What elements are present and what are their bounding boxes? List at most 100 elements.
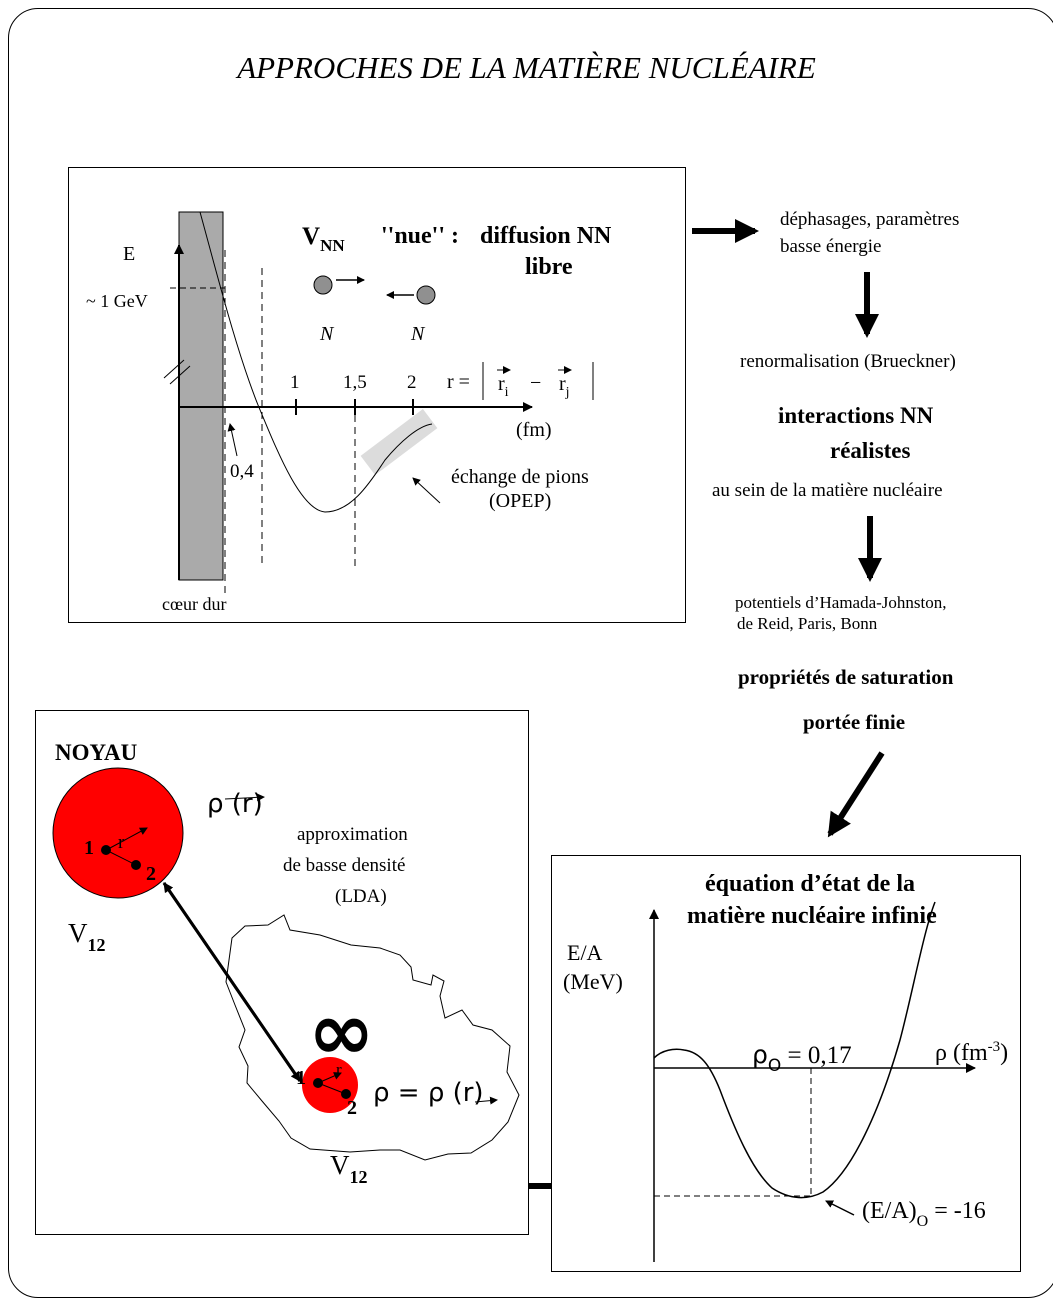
tick-2-label: 2 — [407, 372, 417, 393]
nucleus-link-arrow-back — [162, 882, 302, 1082]
interactions-label: interactions NN — [778, 403, 934, 428]
hard-core-band — [178, 211, 224, 581]
realistes-label: réalistes — [830, 438, 911, 463]
page-title: APPROCHES DE LA MATIÈRE NUCLÉAIRE — [237, 50, 816, 85]
nucleon-right — [416, 285, 436, 305]
rho-axis-close: ) — [1000, 1040, 1009, 1066]
minus-label: − — [530, 372, 542, 394]
nucleus-rho-label: ρ (r) — [207, 789, 263, 819]
portee-label: portée finie — [803, 710, 906, 734]
local-nucleon-1 — [313, 1078, 323, 1088]
v12-label: V12 — [68, 918, 106, 956]
eos-min-arrow — [825, 1200, 855, 1216]
infinity-symbol: ∞ — [308, 985, 375, 1078]
nucleon-2 — [131, 860, 141, 870]
r-i-sub: i — [504, 385, 509, 400]
ea0-label: (E/A)O = -16 — [862, 1198, 986, 1231]
noyau-label: NOYAU — [55, 740, 138, 765]
r-i-main: r — [498, 373, 505, 395]
r-i-label: ri — [498, 373, 509, 401]
infinite-matter-blob — [225, 914, 520, 1161]
nucleus-one-label: 1 — [84, 837, 94, 859]
r-eq-label: r = — [447, 371, 470, 393]
e-axis-label: E — [123, 243, 136, 265]
v12b-sub: 12 — [349, 1167, 368, 1187]
nucleon-1 — [101, 845, 111, 855]
r-j-label: rj — [559, 373, 570, 401]
local-one-label: 1 — [296, 1067, 306, 1089]
potential-panel — [68, 167, 686, 623]
v12-main: V — [68, 918, 88, 948]
tick-1-label: 1 — [290, 372, 300, 393]
r-j-sub: j — [565, 385, 570, 400]
rho-axis-label: ρ (fm-3) — [935, 1039, 1008, 1067]
rho-axis-main: ρ (fm — [935, 1040, 988, 1066]
eos-y-label-2: (MeV) — [563, 969, 623, 994]
v12b-main: V — [330, 1150, 350, 1180]
approx-label-1: approximation — [297, 824, 408, 845]
axis-break-2 — [169, 365, 191, 385]
nucleus-r-vec — [109, 827, 148, 849]
nucleon-left — [313, 275, 333, 295]
rho0-label: ρO = 0,17 — [752, 1040, 852, 1076]
v-nn-label: VNN — [302, 223, 345, 256]
core-radius-arrow — [227, 423, 238, 457]
local-bond — [317, 1082, 347, 1095]
ope-arrow — [412, 477, 441, 504]
nucleus-circle — [52, 767, 184, 899]
basse-energie-label: basse énergie — [780, 236, 882, 257]
tick-15-label: 1,5 — [343, 372, 367, 393]
renormalisation-label: renormalisation (Brueckner) — [740, 351, 956, 372]
eos-title-2: matière nucléaire infinie — [687, 903, 937, 929]
eos-panel — [551, 855, 1021, 1272]
v-nn-main: V — [302, 223, 321, 250]
local-r-label: r — [336, 1060, 342, 1079]
nn-potential-curve — [199, 211, 433, 513]
rho-vec-arrow — [224, 793, 265, 802]
eos-title-1: équation d’état de la — [705, 871, 915, 897]
nucleus-r-label: r — [118, 832, 125, 853]
rho0-main: ρ — [752, 1040, 768, 1069]
n-right-label: N — [411, 323, 425, 345]
ea0-main: (E/A) — [862, 1198, 917, 1224]
opep-label: (OPEP) — [489, 490, 552, 512]
core-radius-label: 0,4 — [230, 461, 254, 482]
v12b-label: V12 — [330, 1150, 368, 1188]
nue-label: ''nue'' : — [381, 223, 460, 249]
diffusion-label: diffusion NN — [480, 223, 612, 249]
axis-break-1 — [163, 359, 185, 379]
eos-y-label-1: E/A — [567, 940, 603, 965]
reid-label: de Reid, Paris, Bonn — [737, 614, 878, 633]
local-rho-vec-arrow — [474, 1096, 498, 1105]
dephasages-label: déphasages, paramètres — [780, 209, 960, 230]
v12-sub: 12 — [87, 935, 106, 955]
nucleus-two-label: 2 — [146, 863, 156, 885]
ea0-sub: O — [916, 1213, 929, 1230]
pion-exchange-label: échange de pions — [451, 466, 589, 488]
libre-label: libre — [525, 254, 573, 280]
local-circle — [302, 1057, 358, 1113]
potentiels-label: potentiels d’Hamada-Johnston, — [735, 593, 947, 612]
saturation-label: propriétés de saturation — [738, 665, 954, 689]
r-j-main: r — [559, 373, 566, 395]
nucleus-bond — [105, 849, 137, 866]
rho0-value: = 0,17 — [781, 1042, 852, 1069]
arrow-to-eos — [827, 751, 885, 838]
n-left-label: N — [320, 323, 334, 345]
approx-label-2: de basse densité — [283, 855, 406, 876]
gev-label: ~ 1 GeV — [86, 291, 148, 311]
hard-core-label: cœur dur — [162, 594, 227, 614]
local-two-label: 2 — [347, 1097, 357, 1119]
rho0-sub: O — [767, 1056, 782, 1076]
rho-axis-exp: -3 — [987, 1039, 1001, 1055]
au-sein-label: au sein de la matière nucléaire — [712, 480, 943, 501]
local-nucleon-2 — [341, 1089, 351, 1099]
ea0-value: = -16 — [928, 1198, 986, 1224]
approx-label-3: (LDA) — [335, 886, 387, 907]
v-nn-sub: NN — [320, 236, 345, 255]
fm-label: (fm) — [516, 419, 552, 441]
local-rho-label: ρ = ρ (r) — [373, 1078, 484, 1108]
